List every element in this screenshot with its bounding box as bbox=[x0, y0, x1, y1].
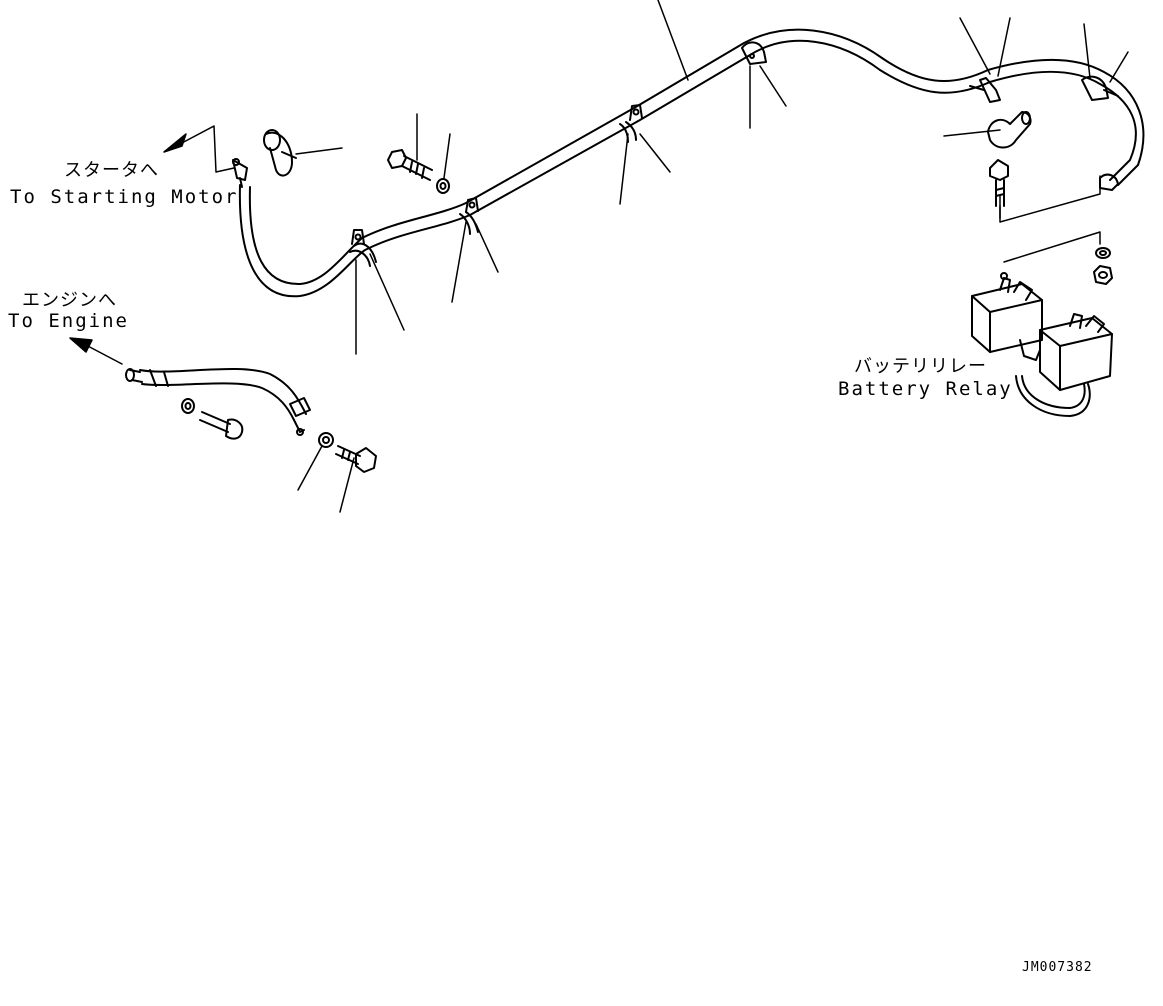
cable-clamp-5 bbox=[969, 77, 1001, 103]
cable-clamp-7 bbox=[1099, 173, 1119, 191]
nut-relay bbox=[1093, 265, 1113, 285]
assembly-guide bbox=[999, 175, 1101, 263]
starter-label-jp: スタータへ bbox=[64, 160, 159, 181]
terminal-cover-left bbox=[263, 129, 297, 177]
bolt-upper bbox=[387, 149, 433, 181]
cable-clamp-6 bbox=[1081, 75, 1119, 101]
leader-lines bbox=[295, 0, 1129, 513]
engine-label-jp: エンジンへ bbox=[22, 290, 117, 311]
starter-label-en: To Starting Motor bbox=[10, 186, 239, 208]
bolt-engine-1 bbox=[199, 411, 244, 440]
engine-cable bbox=[125, 367, 311, 436]
relay-label-jp: バッテリリレー bbox=[854, 356, 987, 377]
washer-engine-1 bbox=[181, 398, 195, 414]
cable-clamp-1 bbox=[349, 229, 377, 267]
cable-clamp-4 bbox=[741, 41, 767, 65]
washer-relay bbox=[1095, 247, 1111, 259]
engine-label-en: To Engine bbox=[8, 310, 129, 332]
relay-label-en: Battery Relay bbox=[838, 378, 1013, 400]
terminal-cover-right bbox=[987, 111, 1032, 149]
main-cable bbox=[238, 28, 1145, 298]
battery-relay bbox=[971, 272, 1113, 417]
starter-terminal bbox=[232, 158, 248, 188]
bolt-right bbox=[989, 159, 1009, 207]
bolt-engine-2 bbox=[335, 445, 377, 473]
washer-upper bbox=[436, 178, 450, 194]
starter-direction-arrow bbox=[163, 125, 235, 173]
engine-direction-arrow bbox=[69, 337, 123, 365]
cable-clamp-2 bbox=[459, 197, 479, 235]
cable-clamp-3 bbox=[619, 104, 643, 143]
washer-engine-2 bbox=[318, 432, 334, 448]
drawing-code: JM007382 bbox=[1022, 960, 1093, 975]
